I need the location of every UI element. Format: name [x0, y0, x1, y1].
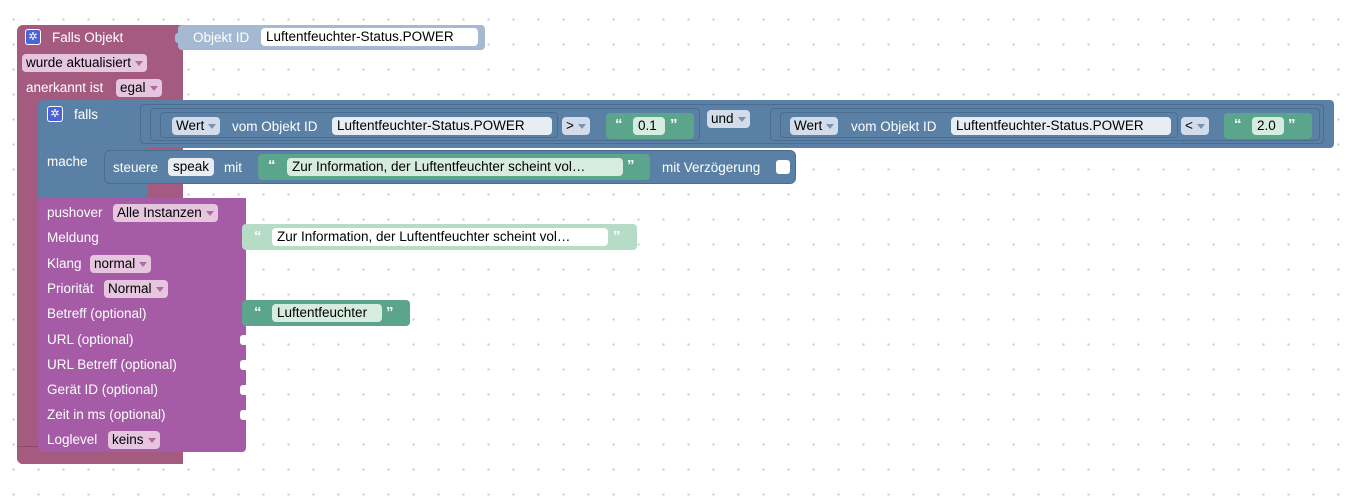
priority-value: Normal	[108, 281, 152, 296]
number-field-2[interactable]: 2.0	[1252, 117, 1284, 135]
sound-value: normal	[94, 256, 136, 271]
priority-dropdown[interactable]: Normal	[104, 280, 168, 298]
control-label: steuere	[113, 160, 159, 175]
ack-value: egal	[120, 80, 146, 95]
subject-label: Betreff (optional)	[47, 306, 147, 321]
quote-close-icon: ”	[670, 116, 678, 133]
chevron-down-icon	[155, 286, 164, 292]
control-with-label: mit	[224, 160, 242, 175]
gear-icon[interactable]: ✲	[25, 29, 41, 45]
quote-open-icon: “	[268, 157, 276, 174]
and-operator-dropdown[interactable]: und	[707, 110, 750, 128]
time-input-connector[interactable]	[240, 410, 246, 420]
ack-label: anerkannt ist	[26, 80, 104, 95]
chevron-down-icon	[826, 123, 835, 129]
loglevel-label: Loglevel	[47, 432, 98, 447]
loglevel-value: keins	[112, 432, 144, 447]
operator-dropdown-1[interactable]: >	[562, 117, 590, 135]
sound-label: Klang	[47, 256, 82, 271]
quote-close-icon: ”	[386, 304, 394, 321]
object-id-label: Objekt ID	[193, 30, 250, 45]
chevron-down-icon	[208, 123, 217, 129]
control-target-field[interactable]: speak	[168, 158, 215, 176]
gear-icon[interactable]: ✲	[47, 106, 63, 122]
object-id-field-2[interactable]: Luftentfeuchter-Status.POWER	[951, 117, 1171, 135]
get-value-dropdown-2[interactable]: Wert	[790, 117, 839, 135]
message-label: Meldung	[47, 230, 99, 245]
delay-checkbox[interactable]	[776, 160, 790, 174]
chevron-down-icon	[139, 261, 148, 267]
quote-open-icon: “	[1234, 116, 1242, 133]
chevron-down-icon	[135, 60, 144, 66]
from-object-label-2: vom Objekt ID	[851, 119, 937, 134]
url-title-label: URL Betreff (optional)	[47, 357, 177, 372]
delay-label: mit Verzögerung	[662, 160, 761, 175]
operator-dropdown-2[interactable]: <	[1181, 117, 1209, 135]
object-id-field-1[interactable]: Luftentfeuchter-Status.POWER	[332, 117, 552, 135]
ack-dropdown[interactable]: egal	[116, 79, 162, 97]
sound-dropdown[interactable]: normal	[90, 255, 152, 273]
chevron-down-icon	[205, 210, 214, 216]
control-text-field[interactable]: Zur Information, der Luftentfeuchter sch…	[287, 158, 623, 176]
chevron-down-icon	[737, 116, 746, 122]
if-label: falls	[74, 107, 99, 122]
device-input-connector[interactable]	[240, 385, 246, 395]
chevron-down-icon	[149, 85, 158, 91]
get-value-dropdown-1[interactable]: Wert	[172, 117, 221, 135]
event-type-dropdown[interactable]: wurde aktualisiert	[22, 54, 148, 72]
url-input-connector[interactable]	[240, 335, 246, 345]
chevron-down-icon	[147, 437, 156, 443]
object-id-connector	[175, 33, 181, 43]
chevron-down-icon	[577, 123, 586, 129]
get-value-label-1: Wert	[176, 118, 205, 133]
operator-value-1: >	[566, 118, 574, 133]
time-label: Zeit in ms (optional)	[47, 407, 166, 422]
priority-label: Priorität	[47, 281, 94, 296]
pushover-label: pushover	[47, 205, 103, 220]
operator-value-2: <	[1185, 118, 1193, 133]
quote-open-icon: “	[254, 228, 262, 245]
pushover-block[interactable]	[38, 198, 246, 452]
quote-close-icon: ”	[1288, 116, 1296, 133]
chevron-down-icon	[1196, 123, 1205, 129]
do-label: mache	[47, 154, 88, 169]
quote-close-icon: ”	[613, 228, 621, 245]
subject-text-field[interactable]: Luftentfeuchter	[272, 304, 382, 322]
url-label: URL (optional)	[47, 332, 134, 347]
event-block-title: Falls Objekt	[52, 30, 124, 45]
url-title-input-connector[interactable]	[240, 360, 246, 370]
quote-open-icon: “	[254, 304, 262, 321]
pushover-instance-dropdown[interactable]: Alle Instanzen	[113, 204, 218, 222]
quote-open-icon: “	[615, 116, 623, 133]
message-text-field[interactable]: Zur Information, der Luftentfeuchter sch…	[272, 228, 608, 246]
and-label: und	[711, 111, 734, 126]
pushover-instance-value: Alle Instanzen	[117, 205, 202, 220]
from-object-label-1: vom Objekt ID	[232, 119, 318, 134]
number-field-1[interactable]: 0.1	[633, 117, 665, 135]
get-value-label-2: Wert	[794, 118, 823, 133]
quote-close-icon: ”	[627, 157, 635, 174]
loglevel-dropdown[interactable]: keins	[108, 431, 160, 449]
object-id-field[interactable]: Luftentfeuchter-Status.POWER	[261, 28, 478, 46]
event-type-value: wurde aktualisiert	[26, 55, 132, 70]
if-block-do-row	[38, 148, 104, 198]
device-label: Gerät ID (optional)	[47, 382, 159, 397]
